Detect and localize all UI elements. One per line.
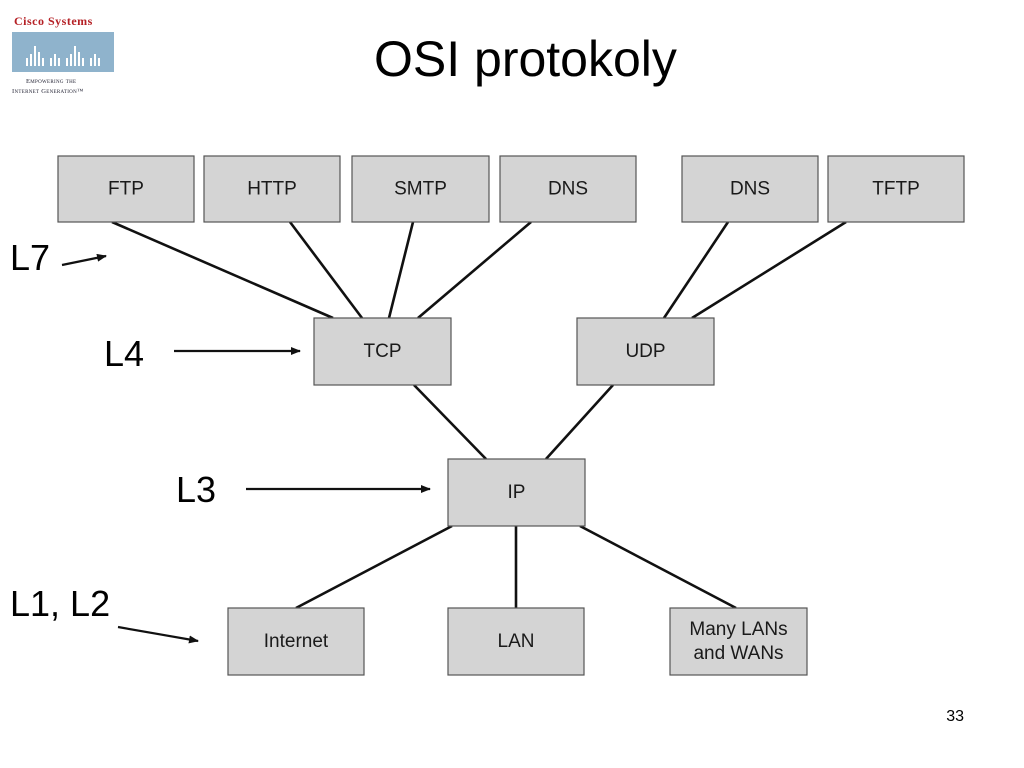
protocol-label-tcp: TCP (364, 341, 402, 362)
protocol-box-dns1: DNS (499, 155, 637, 223)
l12-arrow (117, 625, 199, 644)
protocol-label-tftp: TFTP (872, 179, 920, 200)
connector-http-tcp (288, 221, 364, 319)
cisco-logo: Cisco Systems Empowering the Internet Ge… (12, 12, 124, 102)
protocol-box-smtp: SMTP (351, 155, 490, 223)
connector-tcp-ip (413, 384, 487, 460)
logo-bars-icon (12, 32, 114, 72)
slide-title: OSI protokoly (374, 31, 677, 87)
logo-tagline-2: Internet Generation™ (12, 88, 84, 95)
layer-label-l7: L7 (10, 237, 51, 278)
protocol-box-internet: Internet (227, 607, 365, 676)
protocol-label-ftp: FTP (108, 179, 144, 200)
protocol-label-http: HTTP (247, 179, 297, 200)
protocol-label-many-2: and WANs (693, 643, 783, 664)
connector-udp-ip (545, 384, 614, 460)
connector-ftp-tcp (111, 220, 334, 320)
protocol-label-internet: Internet (264, 631, 329, 652)
layer-label-l4: L4 (104, 333, 145, 374)
layer-label-l1-l2: L1, L2 (10, 583, 111, 624)
logo-tagline-1: Empowering the (26, 78, 77, 85)
protocol-label-dns1: DNS (548, 179, 588, 200)
page-number: 33 (946, 708, 964, 725)
layer-label-l3: L3 (176, 469, 217, 510)
protocol-box-tcp: TCP (313, 317, 452, 386)
protocol-box-dns2: DNS (681, 155, 819, 223)
protocol-box-http: HTTP (203, 155, 341, 223)
protocol-label-smtp: SMTP (394, 179, 447, 200)
protocol-label-lan: LAN (498, 631, 535, 652)
connector-smtp-tcp (387, 221, 415, 319)
connector-tftp-udp (691, 220, 847, 320)
protocol-label-udp: UDP (625, 341, 665, 362)
connector-ip-internet (295, 524, 453, 610)
protocol-box-lan: LAN (447, 607, 585, 676)
protocol-label-dns2: DNS (730, 179, 770, 200)
protocol-box-ip: IP (447, 458, 586, 527)
connector-dns2-udp (662, 221, 730, 319)
connector-dns1-tcp (417, 221, 532, 319)
protocol-box-many: Many LANs and WANs (669, 607, 808, 676)
l7-arrow (61, 253, 107, 267)
protocol-label-ip: IP (508, 482, 526, 503)
logo-brand: Cisco Systems (14, 14, 93, 28)
connector-ip-many (579, 524, 737, 610)
protocol-box-udp: UDP (576, 317, 715, 386)
protocol-box-tftp: TFTP (827, 155, 965, 223)
protocol-label-many-1: Many LANs (689, 619, 787, 640)
protocol-box-ftp: FTP (57, 155, 195, 223)
